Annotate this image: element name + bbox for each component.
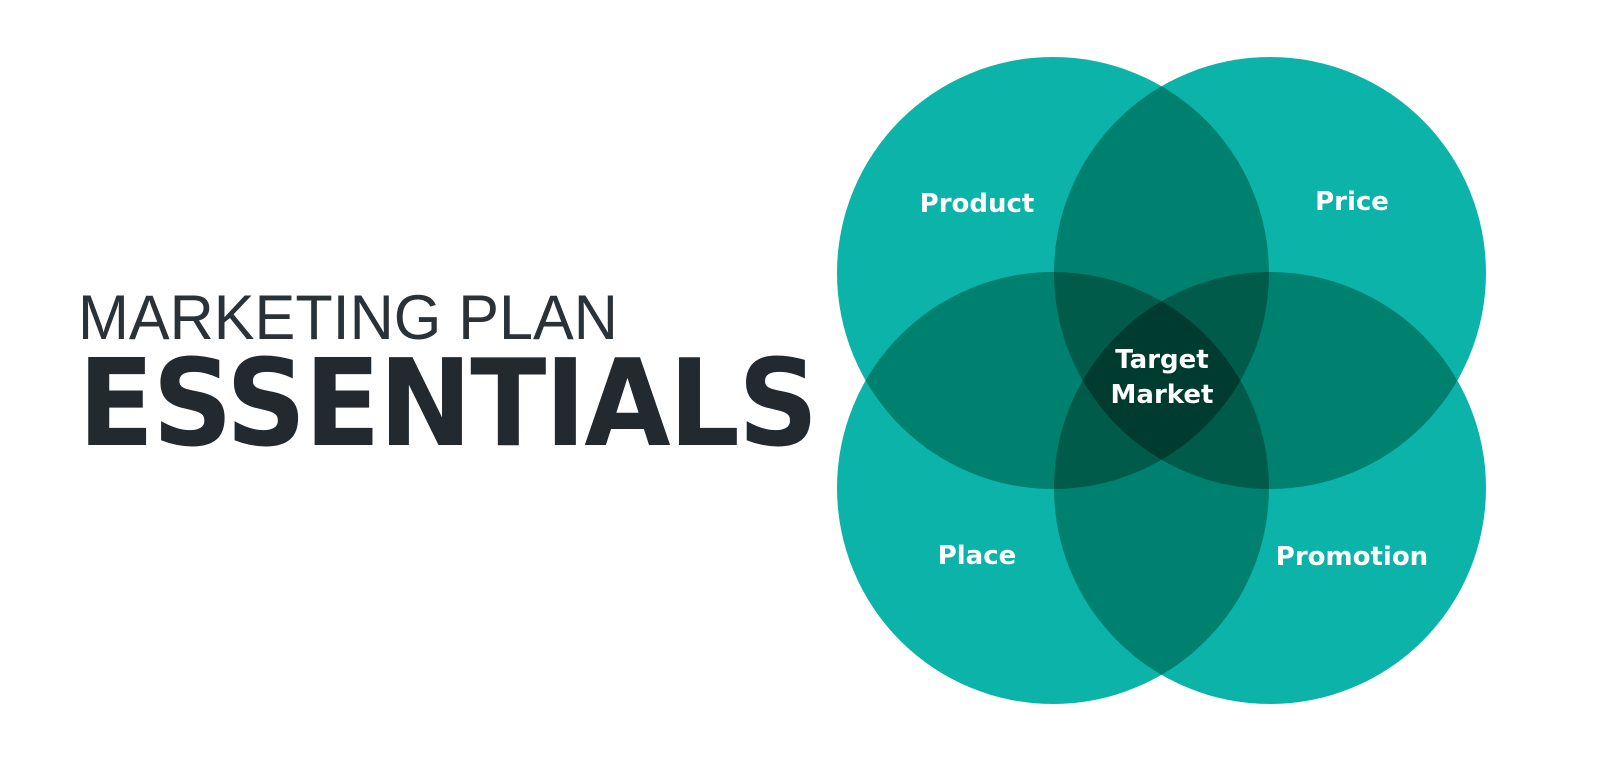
title-line-marketing-plan: MARKETING PLAN (78, 283, 618, 353)
label-target-market-line2: Market (1111, 380, 1214, 410)
label-place: Place (938, 541, 1017, 571)
label-promotion: Promotion (1276, 542, 1428, 572)
title-line-essentials: ESSENTIALS (78, 335, 818, 474)
label-price: Price (1315, 187, 1389, 217)
title-block: MARKETING PLAN ESSENTIALS (78, 283, 872, 474)
overlap-center (1054, 272, 1269, 489)
label-product: Product (920, 189, 1035, 219)
label-target-market-line1: Target (1115, 345, 1208, 375)
